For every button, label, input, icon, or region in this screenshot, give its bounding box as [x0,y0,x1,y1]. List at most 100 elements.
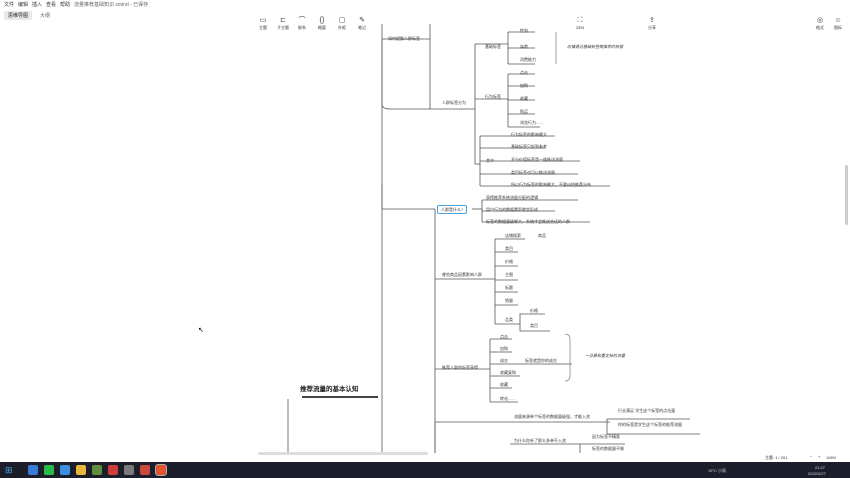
topic-button[interactable]: ▭主题 [251,17,275,31]
vertical-scrollbar[interactable] [845,165,848,225]
node-b3-extra[interactable]: 商品 [538,233,546,238]
taskbar: ⊞ 15°C 小雨 21:27 2022/2/27 [0,462,850,478]
node-b5-a[interactable]: 流量来源单个标签的数据量级强，才能入池 [514,414,590,419]
note-icon: ✎ [359,17,365,24]
window-title: 流量推荐基础知识.xmind - 已保存 [74,2,149,8]
node-b4-1[interactable]: 加购 [500,346,508,351]
node-b5-a-0[interactable]: 行业满足 学生这个标签的点击量 [618,408,676,413]
relation-button[interactable]: ⌒联系 [290,17,314,31]
tab-outline[interactable]: 大纲 [40,13,51,19]
node-b2[interactable]: 人群是什么? [437,205,468,214]
app-icon-6[interactable] [108,465,118,475]
subtopic-button[interactable]: ⊏子主题 [271,17,295,31]
node-b5-b-1[interactable]: 标签的数据量不够 [592,446,624,451]
subtopic-icon: ⊏ [280,17,286,24]
node-b5-a-1[interactable]: 你的标签是学生这个标签的推荐流量 [618,422,682,427]
node-basic-0[interactable]: 性别 [520,28,528,33]
node-other[interactable]: 其中 [486,158,494,163]
app-icon-8[interactable] [140,465,150,475]
node-b4-2[interactable]: 成交 [500,358,508,363]
node-b3-0[interactable]: 店铺搜索 [505,233,521,238]
node-other-1[interactable]: 基础标签只起到参考 [511,144,547,149]
toolbar: ▭主题 ⊏子主题 ⌒联系 {}概要 ▢外框 ✎笔记 ⛶ZEN ⇪分享 ◎格式 ☺… [0,8,850,30]
node-b3-1[interactable]: 类目 [505,246,513,251]
node-b3-4[interactable]: 标题 [505,285,513,290]
node-basic-2[interactable]: 消费能力 [520,57,536,62]
node-b2-0[interactable]: 获得推荐系统流量分配的逻辑 [486,195,538,200]
node-b5-b[interactable]: 为什么你补了那么多单不入池 [514,438,566,443]
node-b4[interactable]: 推荐人群的标签获得 [442,365,478,370]
folder-icon[interactable] [76,465,86,475]
summary-button[interactable]: {}概要 [310,17,334,31]
node-b3-5[interactable]: 销量 [505,298,513,303]
node-behavior-3[interactable]: 购买 [520,109,528,114]
node-behavior-4[interactable]: 浏览行为...... [520,120,543,125]
menu-insert[interactable]: 插入 [32,2,43,8]
clock-time: 21:27 [815,465,826,470]
node-b4-5[interactable]: 转化...... [500,396,515,401]
node-other-0[interactable]: 行为标签的影响最大 [511,132,547,137]
menu-help[interactable]: 帮助 [60,2,71,8]
node-basic-1[interactable]: 年龄 [520,44,528,49]
format-button[interactable]: ◎格式 [808,17,832,31]
node-b4-4[interactable]: 收藏 [500,382,508,387]
node-b4-0[interactable]: 点击 [500,334,508,339]
horizontal-scrollbar[interactable] [258,452,428,455]
zen-icon: ⛶ [577,17,583,24]
node-b1[interactable]: 如何理解人群标签 [388,36,420,41]
node-other-3[interactable]: 类目标签也可以推送流量 [511,170,555,175]
topic-icon: ▭ [259,17,267,24]
page-indicator: 主题: 1 / 201 [765,455,788,460]
browser-icon[interactable] [60,465,70,475]
app-icon-1[interactable] [28,465,38,475]
share-button[interactable]: ⇪分享 [640,17,664,31]
node-behavior-1[interactable]: 加购 [520,83,528,88]
root-underline [302,396,378,398]
icon-panel-button[interactable]: ☺图标 [826,17,850,31]
share-icon: ⇪ [649,17,655,24]
node-other-2[interactable]: 开分价值标签是一维推送流量 [511,157,563,162]
menu-edit[interactable]: 编辑 [18,2,29,8]
relation-icon: ⌒ [298,17,306,24]
node-other-4[interactable]: 所以行为标签的影响最大，不要纠结推荐分布 [511,182,591,187]
zoom-out-icon[interactable]: − [810,454,813,459]
node-basic[interactable]: 基础标签 [485,44,501,49]
node-b3[interactable]: 哪些商品因素影响人群 [442,272,482,277]
zoom-in-icon[interactable]: + [818,454,821,459]
summary-icon: {} [319,17,325,24]
boundary-button[interactable]: ▢外框 [330,17,354,31]
clock-date: 2022/2/27 [808,471,826,476]
node-behavior-0[interactable]: 点击 [520,70,528,75]
note-button[interactable]: ✎笔记 [350,17,374,31]
node-b1-1[interactable]: 人群标签分为 [442,100,466,105]
boundary-icon: ▢ [338,17,346,24]
node-b5-b-0[interactable]: 因为标签不精准 [592,434,620,439]
windows-start-icon[interactable]: ⊞ [5,465,13,475]
node-b2-2[interactable]: 标签的数据量级够大，系统才会推送合适的人群 [486,219,570,224]
node-b3-sub-1[interactable]: 类目 [530,323,538,328]
node-b3-sub-0[interactable]: 价格 [530,308,538,313]
mouse-cursor: ↖ [198,327,204,334]
node-b3-3[interactable]: 主图 [505,272,513,277]
zoom-level[interactable]: 106% [826,455,837,460]
app-icon-7[interactable] [124,465,134,475]
node-b4-note[interactable]: 一旦最和重定标的流量 [585,353,625,358]
menu-file[interactable]: 文件 [4,2,15,8]
tab-mindmap[interactable]: 思维导图 [4,11,33,20]
node-b2-1[interactable]: 用户行为的数据累积就会形成 [486,207,538,212]
mindmap-canvas[interactable]: 如何理解人群标签 人群标签分为 基础标签 性别 年龄 消费能力 店铺通过基础标签… [0,24,850,453]
app-icon-5[interactable] [92,465,102,475]
node-b4-3[interactable]: 收藏复购 [500,370,516,375]
node-b4-mid[interactable]: 标签就是你的成交 [525,358,557,363]
zen-button[interactable]: ⛶ZEN [568,17,592,30]
node-basic-note[interactable]: 店铺通过基础标签做推荐的依据 [567,44,623,49]
menu-view[interactable]: 查看 [46,2,57,8]
node-b3-2[interactable]: 价格 [505,259,513,264]
root-topic[interactable]: 推荐流量的基本认知 [300,386,359,393]
node-behavior[interactable]: 行为标签 [485,94,501,99]
wechat-icon[interactable] [44,465,54,475]
format-icon: ◎ [816,17,824,24]
node-b3-6[interactable]: 品类 [505,317,513,322]
xmind-taskbar-icon[interactable] [155,464,167,476]
node-behavior-2[interactable]: 收藏 [520,96,528,101]
